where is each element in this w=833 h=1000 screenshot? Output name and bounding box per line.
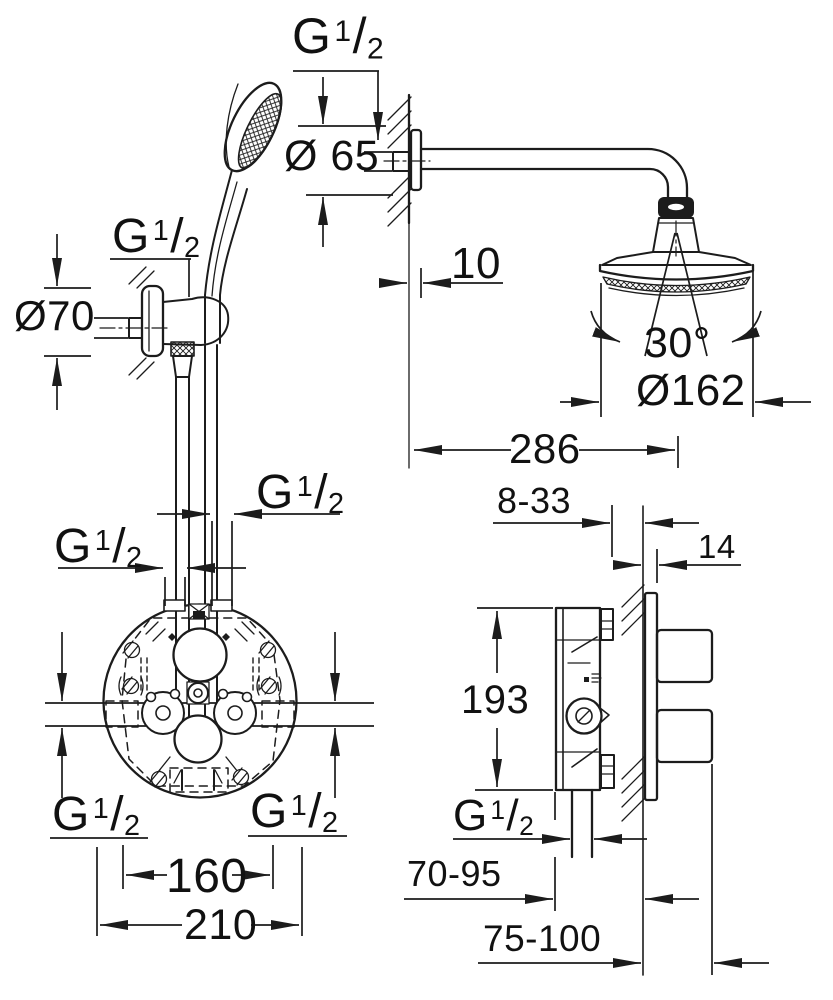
wall-hatch	[621, 584, 645, 822]
dim-label-supply-thread: G1/2	[453, 791, 535, 841]
top-port-left	[163, 599, 186, 612]
upper-port-circle	[172, 627, 228, 683]
mounting-box-outline	[121, 617, 281, 787]
dim-label-holder-thread: G1/2	[112, 210, 201, 265]
overhead-shower-figure	[293, 70, 811, 469]
dim-label-holder-diameter: Ø70	[14, 292, 95, 339]
dim-label-wall-thickness: 14	[698, 528, 736, 565]
shower-holder-bracket	[162, 296, 230, 346]
dim-label-wall-offset: 10	[451, 239, 501, 288]
supply-pipe	[570, 788, 594, 859]
valve-body	[554, 606, 602, 792]
dim-label-arm-reach: 286	[509, 425, 581, 472]
spray-angle-lines	[644, 232, 708, 357]
wall-hatch	[128, 266, 155, 380]
handle-knob-top	[655, 628, 714, 684]
dim-label-depth-range-min: 70-95	[407, 853, 502, 894]
valve-side-dimensions	[404, 505, 769, 968]
wall-hatch	[387, 96, 412, 227]
dim-label-escutcheon-diameter: Ø 65	[284, 132, 380, 180]
hand-shower-handle	[204, 169, 233, 344]
dim-label-plate-width: 210	[184, 901, 258, 949]
mounting-tab-bottom	[600, 754, 615, 789]
shower-head-top	[601, 251, 752, 266]
valve-front-dimensions	[50, 509, 347, 936]
dim-label-front-side-right-thread: G1/2	[250, 785, 339, 840]
arm-escutcheon	[409, 128, 423, 192]
hand-shower-dimensions	[44, 234, 191, 410]
handle-knob-bottom	[655, 708, 714, 764]
holder-escutcheon	[140, 284, 165, 358]
dim-label-front-port-right-thread: G1/2	[256, 466, 345, 521]
dim-label-tilt-angle: 30°	[644, 319, 711, 367]
mounting-tab-top	[600, 608, 614, 641]
dim-label-head-diameter: Ø162	[636, 366, 746, 415]
overhead-shower-dimensions	[293, 70, 811, 468]
dim-label-port-spacing: 160	[166, 850, 248, 903]
dim-label-front-side-left-thread: G1/2	[52, 788, 141, 843]
dim-label-plaster-depth: 8-33	[497, 480, 572, 521]
shower-arm	[419, 147, 689, 200]
hose-nut	[170, 341, 195, 357]
lower-port-circle	[173, 714, 223, 764]
valve-front-figure	[45, 509, 374, 936]
valve-side-figure	[404, 505, 769, 976]
shower-head-rim	[598, 263, 755, 281]
cover-plate	[643, 591, 659, 802]
shower-head-spray-band	[602, 276, 751, 293]
dim-label-body-height: 193	[461, 678, 530, 722]
hand-shower-figure	[44, 81, 283, 733]
dim-label-front-port-left-thread: G1/2	[54, 520, 143, 575]
hand-shower-spray-face	[237, 92, 283, 170]
dim-label-depth-range-max: 75-100	[483, 918, 602, 959]
top-port-right	[210, 599, 233, 612]
periphery-screws	[118, 621, 282, 788]
